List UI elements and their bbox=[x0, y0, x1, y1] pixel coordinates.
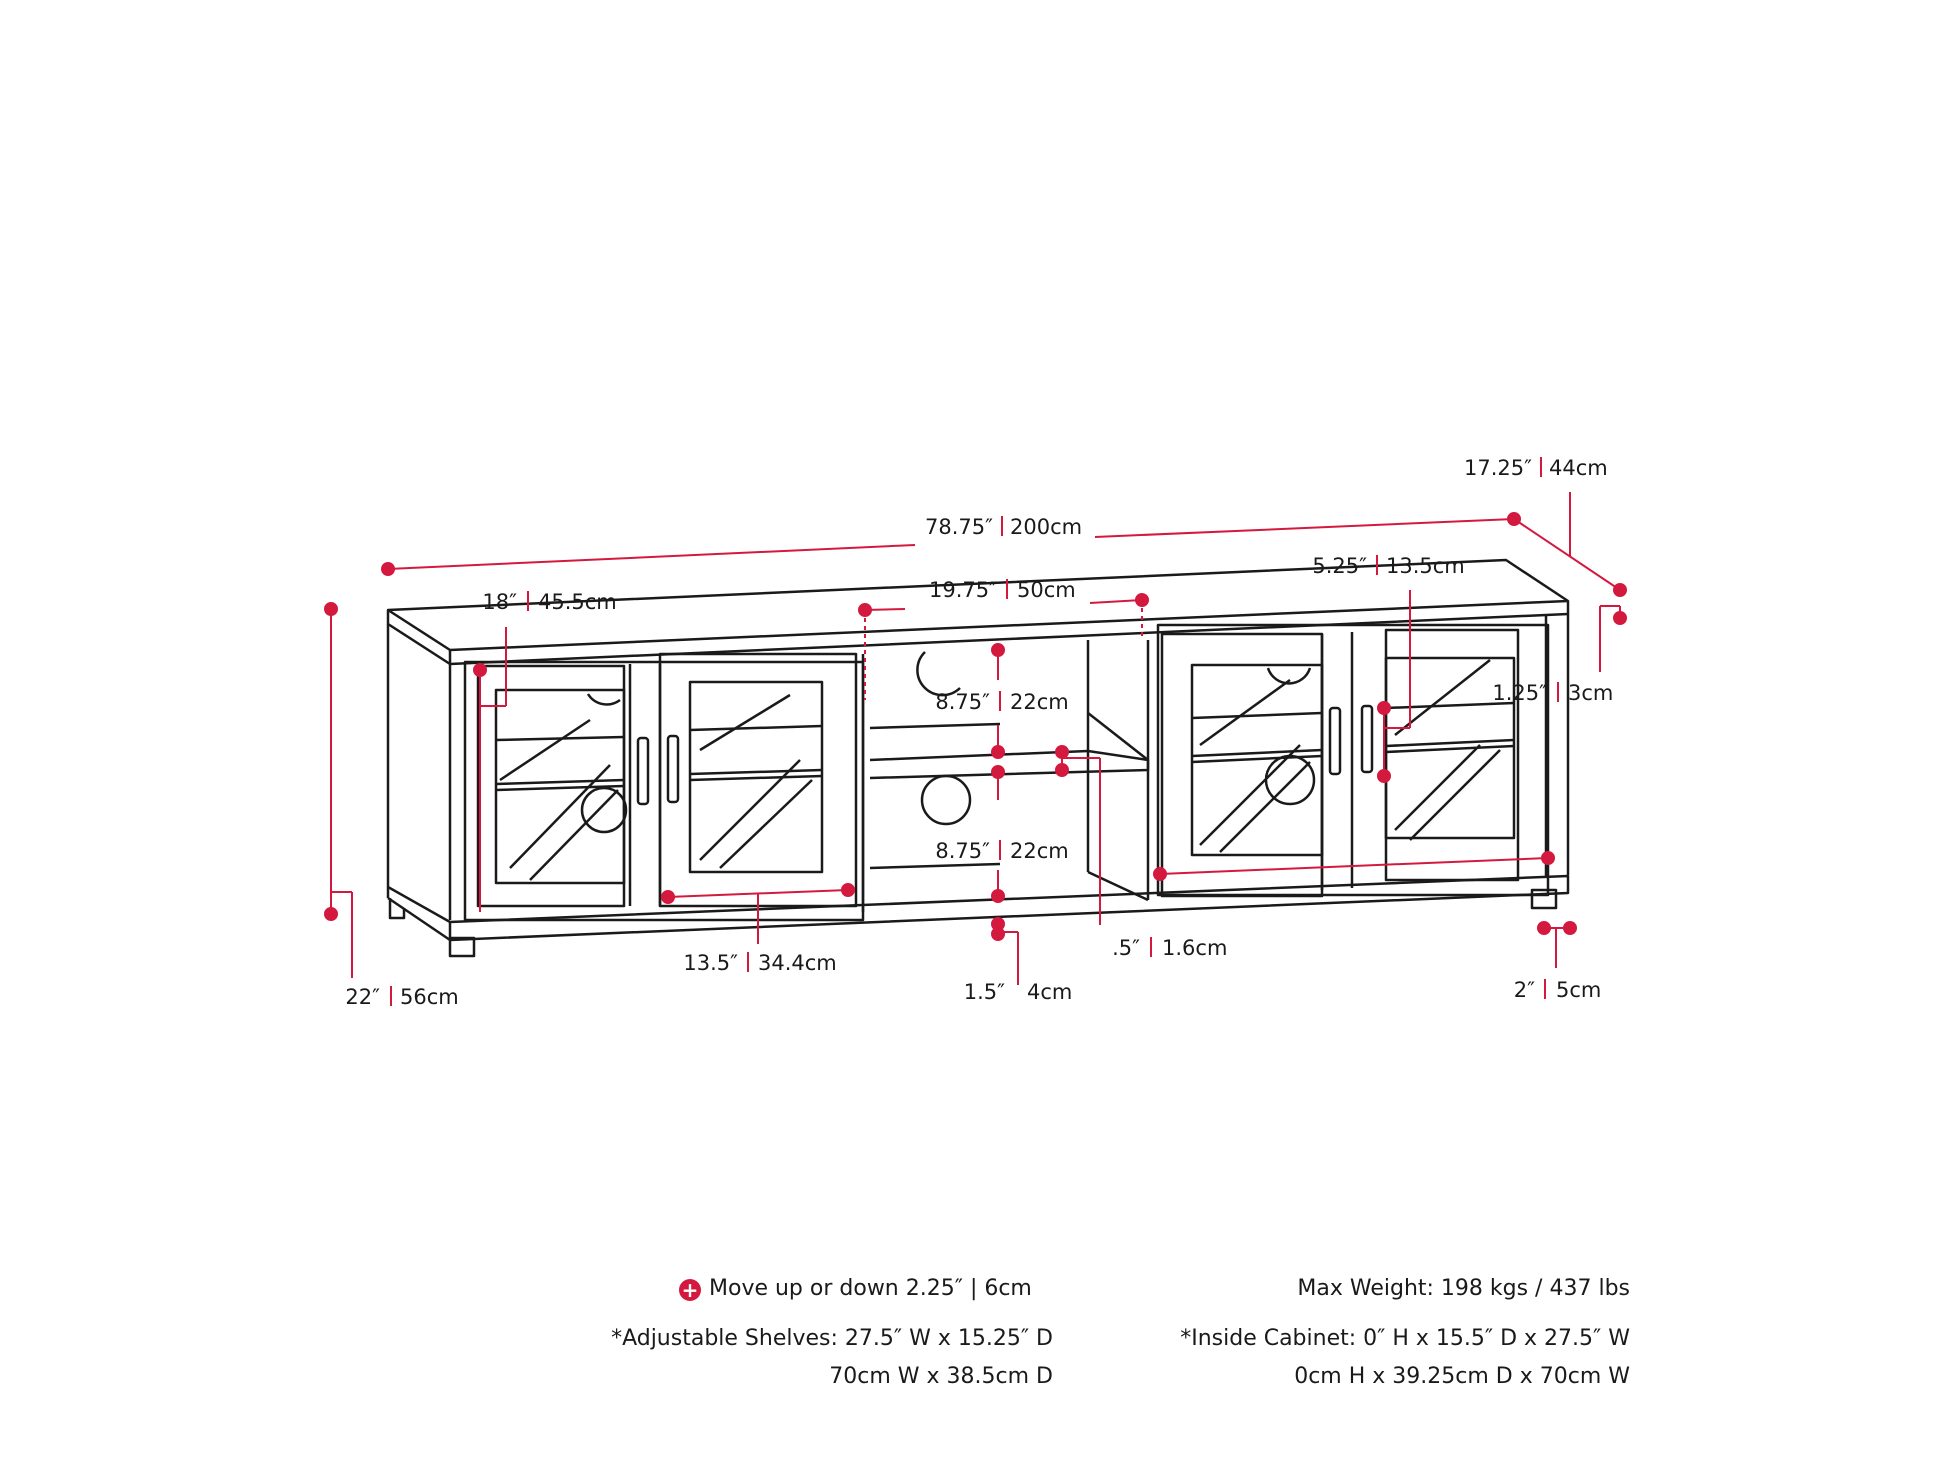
overhang-label-cm: 13.5cm bbox=[1386, 554, 1465, 578]
door-width-label-in: 13.5″ bbox=[683, 951, 738, 975]
lower-opening-label-in: 8.75″ bbox=[935, 839, 990, 863]
leg-height-label-in: 2″ bbox=[1514, 978, 1535, 1002]
width-label-in: 78.75″ bbox=[925, 515, 993, 539]
depth-label-cm: 44cm bbox=[1549, 456, 1608, 480]
width-label-cm: 200cm bbox=[1010, 515, 1082, 539]
height-label-cm: 56cm bbox=[400, 985, 459, 1009]
tv-stand-drawing bbox=[386, 558, 1570, 958]
base-height-label-in: 1.5″ bbox=[964, 980, 1005, 1004]
top-thickness-label-in: 1.25″ bbox=[1492, 681, 1547, 705]
move-note-text: Move up or down 2.25″ | 6cm bbox=[709, 1276, 1032, 1301]
max-weight-note: Max Weight: 198 kgs / 437 lbs bbox=[1297, 1276, 1630, 1301]
dimension-labels: 78.75″ 200cm 17.25″ 44cm 22″ 56cm 18″ 45… bbox=[345, 456, 1613, 1009]
base-height-label-cm: 4cm bbox=[1027, 980, 1072, 1004]
center-width-label-in: 19.75″ bbox=[929, 578, 997, 602]
cabinet-height-label-cm: 45.5cm bbox=[538, 590, 617, 614]
upper-opening-label-in: 8.75″ bbox=[935, 690, 990, 714]
top-thickness-label-cm: 3cm bbox=[1568, 681, 1613, 705]
lower-opening-label-cm: 22cm bbox=[1010, 839, 1069, 863]
plus-icon: + bbox=[679, 1279, 701, 1301]
shelves-note-line1: *Adjustable Shelves: 27.5″ W x 15.25″ D bbox=[611, 1326, 1053, 1351]
shelves-note-line2: 70cm W x 38.5cm D bbox=[829, 1364, 1053, 1389]
shelf-thickness-label-in: .5″ bbox=[1112, 936, 1140, 960]
overhang-label-in: 5.25″ bbox=[1312, 554, 1367, 578]
leg-height-label-cm: 5cm bbox=[1556, 978, 1601, 1002]
inside-cabinet-line1: *Inside Cabinet: 0″ H x 15.5″ D x 27.5″ … bbox=[1180, 1326, 1630, 1351]
upper-opening-label-cm: 22cm bbox=[1010, 690, 1069, 714]
inside-cabinet-line2: 0cm H x 39.25cm D x 70cm W bbox=[1294, 1364, 1630, 1389]
label-separators bbox=[390, 457, 1559, 1006]
depth-label-in: 17.25″ bbox=[1464, 456, 1532, 480]
center-width-label-cm: 50cm bbox=[1017, 578, 1076, 602]
cabinet-height-label-in: 18″ bbox=[482, 590, 517, 614]
height-label-in: 22″ bbox=[345, 985, 380, 1009]
shelf-thickness-label-cm: 1.6cm bbox=[1162, 936, 1227, 960]
door-width-label-cm: 34.4cm bbox=[758, 951, 837, 975]
move-note: + Move up or down 2.25″ | 6cm bbox=[679, 1276, 1032, 1301]
dimension-lines bbox=[324, 492, 1627, 985]
